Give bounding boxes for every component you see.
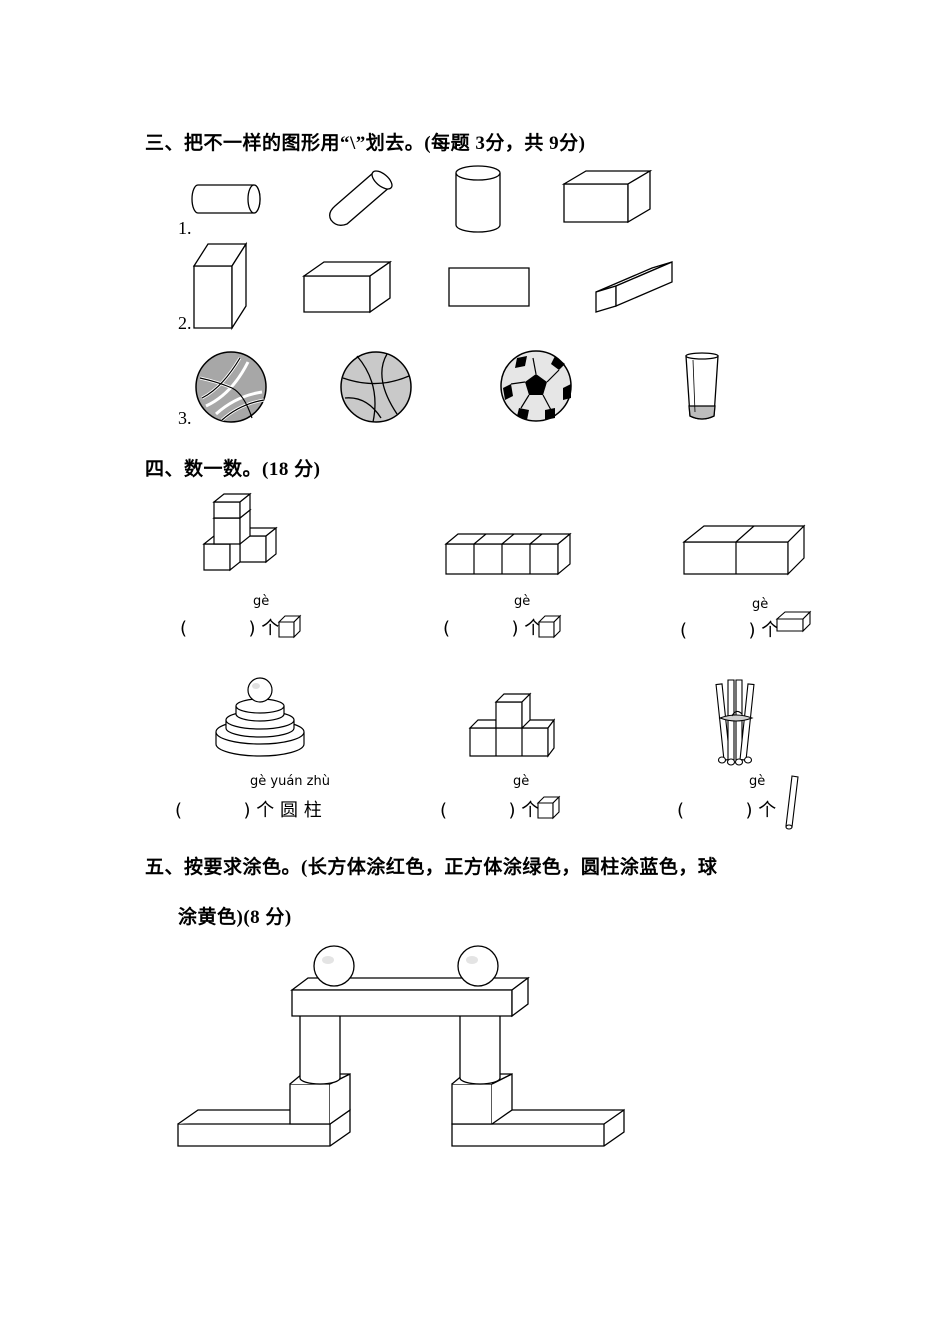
cube-unit-icon — [536, 795, 562, 821]
rectangle-shape[interactable] — [445, 264, 535, 310]
stacked-cubes-figure — [198, 490, 288, 580]
close-paren: ) — [248, 618, 256, 639]
cylinder-tilted-shape[interactable] — [325, 168, 397, 230]
cuboid-shape[interactable] — [560, 168, 656, 226]
section-4-title: 四、数一数。(18 分) — [145, 459, 321, 480]
tall-cuboid-shape[interactable] — [190, 240, 250, 332]
open-paren: ( — [175, 800, 183, 821]
answer-6-pinyin: gè — [749, 774, 766, 789]
measure-word: 个 — [761, 620, 780, 641]
row-2-number: 2. — [178, 313, 192, 333]
cube-pyramid-figure — [466, 690, 560, 762]
cube-unit-icon — [277, 614, 303, 640]
soccer-ball-icon[interactable] — [497, 346, 575, 426]
measure-word: 个 — [524, 618, 543, 639]
answer-6: ( ) 个 — [677, 796, 776, 822]
answer-3: ( ) 个 — [680, 616, 779, 642]
cylinder-upright-shape[interactable] — [452, 163, 504, 235]
open-paren: ( — [680, 620, 688, 641]
basketball-icon[interactable] — [337, 348, 415, 426]
open-paren: ( — [440, 800, 448, 821]
answer-1: ( ) 个 — [180, 614, 279, 640]
answer-2-pinyin: gè — [514, 594, 531, 609]
measure-word: 个 — [521, 800, 540, 821]
measure-word: 个 — [261, 618, 280, 639]
cuboid-unit-icon — [775, 610, 813, 634]
section-3-title: 三、把不一样的图形用“\”划去。(每题 3分，共 9分) — [145, 133, 586, 154]
open-paren: ( — [180, 618, 188, 639]
section-5-title-line-2: 涂黄色)(8 分) — [178, 907, 292, 928]
building-blocks-figure[interactable] — [172, 938, 636, 1156]
answer-5-pinyin: gè — [513, 774, 530, 789]
answer-1-pinyin: gè — [253, 594, 270, 609]
answer-4-pinyin: gè yuán zhù — [250, 774, 330, 789]
volleyball-icon[interactable] — [192, 348, 270, 426]
measure-word: 个 — [758, 800, 777, 821]
cube-row-figure — [442, 528, 576, 580]
long-cuboid-shape[interactable] — [592, 258, 678, 316]
close-paren: ) — [508, 800, 516, 821]
answer-3-pinyin: gè — [752, 597, 769, 612]
open-paren: ( — [443, 618, 451, 639]
measure-word: 个 圆 柱 — [256, 800, 322, 821]
cylinder-horizontal-shape[interactable] — [192, 180, 267, 220]
answer-5: ( ) 个 — [440, 796, 539, 822]
open-paren: ( — [677, 800, 685, 821]
drinking-glass-icon[interactable] — [680, 350, 724, 424]
close-paren: ) — [748, 620, 756, 641]
close-paren: ) — [511, 618, 519, 639]
close-paren: ) — [243, 800, 251, 821]
close-paren: ) — [745, 800, 753, 821]
cube-unit-icon — [537, 614, 563, 640]
row-1-number: 1. — [178, 218, 192, 238]
cylinder-stack-figure — [212, 672, 308, 760]
section-5-title-line-1: 五、按要求涂色。(长方体涂红色，正方体涂绿色，圆柱涂蓝色，球 — [145, 857, 718, 878]
stick-unit-icon — [782, 772, 804, 832]
cuboid-pair-figure — [680, 522, 810, 578]
stick-bundle-figure — [712, 674, 762, 768]
answer-4: ( ) 个 圆 柱 — [175, 796, 322, 822]
answer-2: ( ) 个 — [443, 614, 542, 640]
flat-cuboid-shape[interactable] — [300, 258, 395, 316]
row-3-number: 3. — [178, 408, 192, 428]
